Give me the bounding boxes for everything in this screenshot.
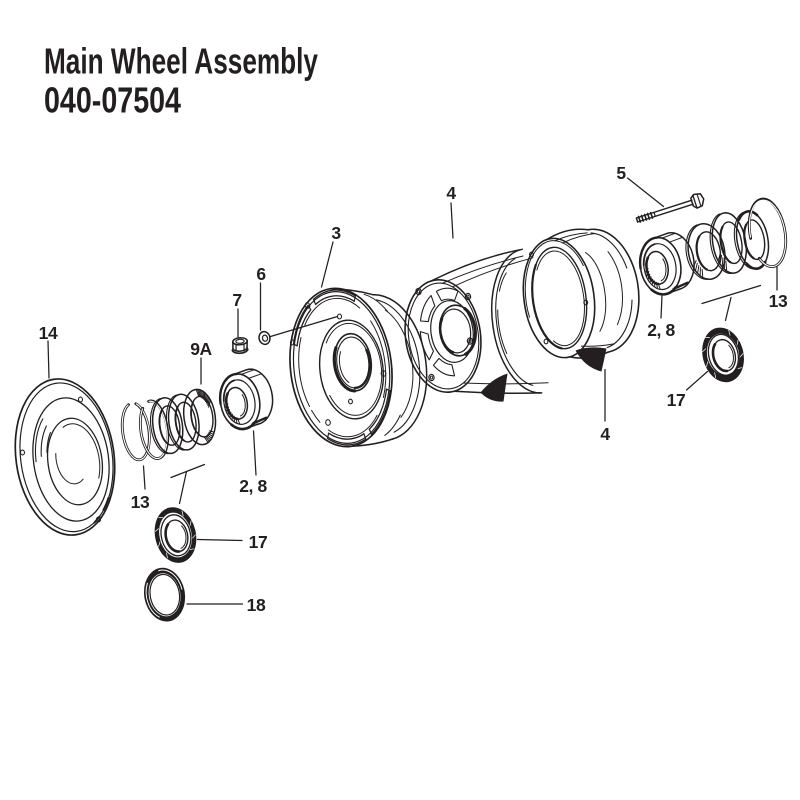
part-bearing-left <box>218 368 274 431</box>
callout-drum: 4 <box>600 424 610 444</box>
callout-snap-ring-left: 13 <box>131 492 150 512</box>
part-felt-ring <box>143 567 186 622</box>
part-bolt <box>635 193 705 223</box>
callout-felt-ring: 18 <box>247 595 266 615</box>
part-snap-ring-right <box>747 197 788 269</box>
part-washer-6 <box>258 330 271 346</box>
part-wheel-half-inner <box>404 248 549 402</box>
diagram-title: Main Wheel Assembly <box>44 41 318 82</box>
callout-seal-left: 17 <box>249 532 268 552</box>
callout-seal-right: 17 <box>667 390 686 410</box>
part-seal-left <box>154 507 197 563</box>
part-callout-labels: 14 13 9A 7 6 3 4 5 13 2, 8 17 4 2, 8 17 … <box>39 163 789 615</box>
part-nut <box>231 337 249 355</box>
part-number: 040-07504 <box>44 80 181 121</box>
callout-bearing-left: 2, 8 <box>239 476 267 496</box>
part-wheel-half-outer <box>289 287 428 448</box>
part-spacer-9a <box>182 388 217 446</box>
part-washers-right <box>685 210 770 281</box>
part-bearing-right <box>638 232 695 296</box>
part-washers-left <box>149 393 200 455</box>
part-hub-cap <box>14 378 116 536</box>
part-snap-rings-left <box>120 399 170 462</box>
callout-nut: 7 <box>232 290 241 310</box>
callout-hub-cap: 14 <box>39 323 58 343</box>
callout-spacer-9a: 9A <box>190 339 212 359</box>
part-seal-right <box>702 327 744 383</box>
part-drum <box>522 228 640 372</box>
callout-wheel-half-outer: 3 <box>331 223 341 243</box>
part-leader-lines <box>47 177 778 605</box>
callout-washer: 6 <box>256 264 266 284</box>
diagram-header: Main Wheel Assembly 040-07504 <box>44 41 318 121</box>
callout-bearing-right: 2, 8 <box>647 320 675 340</box>
callout-wheel-half-inner: 4 <box>446 183 456 203</box>
callout-bolt: 5 <box>616 163 626 183</box>
callout-snap-ring-right: 13 <box>769 291 788 311</box>
